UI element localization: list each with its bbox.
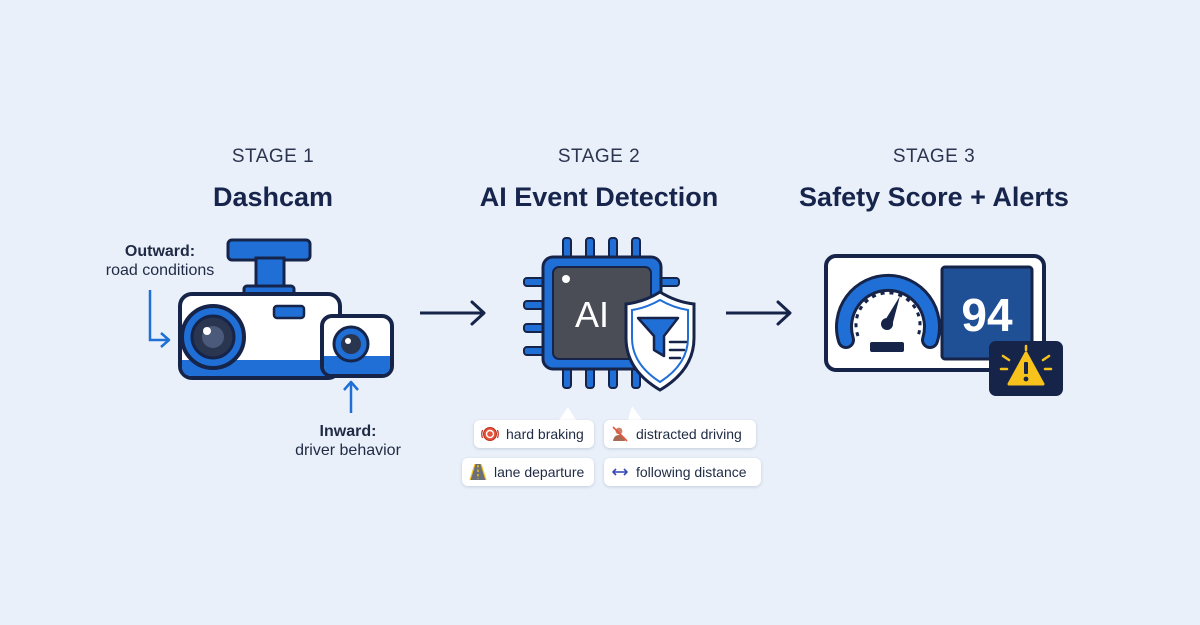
inward-label: Inward: xyxy=(319,423,377,440)
event-hard-braking: hard braking xyxy=(474,420,594,448)
arrow-stage-1-to-2 xyxy=(420,300,486,326)
warning-icon[interactable] xyxy=(989,341,1063,396)
event-pointers xyxy=(559,406,642,420)
dashcam-icon xyxy=(178,238,394,380)
inward-desc: driver behavior xyxy=(295,442,401,459)
stage-3-title: Safety Score + Alerts xyxy=(799,182,1069,212)
score-panel xyxy=(940,265,1034,361)
brake-icon xyxy=(481,425,499,443)
stage-2-label: STAGE 2 xyxy=(557,146,641,167)
ai-chip-text: AI xyxy=(575,294,609,335)
outward-label: Outward: xyxy=(124,243,196,260)
stage-1-title: Dashcam xyxy=(212,182,334,212)
distracted-driver-icon xyxy=(611,425,629,443)
event-distracted-driving: distracted driving xyxy=(604,420,756,448)
stage-2-title: AI Event Detection xyxy=(479,182,719,212)
score-dashboard: 94 xyxy=(824,254,1046,372)
double-arrow-icon xyxy=(611,463,629,481)
arrow-stage-2-to-3 xyxy=(726,300,792,326)
event-label: following distance xyxy=(636,464,747,480)
stage-1-label: STAGE 1 xyxy=(231,146,315,167)
event-label: distracted driving xyxy=(636,426,742,442)
shield-filter-icon xyxy=(624,290,696,392)
road-lane-icon xyxy=(469,463,487,481)
stage-3-label: STAGE 3 xyxy=(892,146,976,167)
inward-arrow xyxy=(343,380,359,413)
event-label: lane departure xyxy=(494,464,585,480)
outward-desc: road conditions xyxy=(105,262,215,279)
event-following-distance: following distance xyxy=(604,458,761,486)
event-label: hard braking xyxy=(506,426,584,442)
outward-arrow xyxy=(148,290,171,348)
event-lane-departure: lane departure xyxy=(462,458,594,486)
inward-note: Inward: driver behavior xyxy=(278,422,418,460)
outward-note: Outward: road conditions xyxy=(90,242,230,280)
speedometer-icon xyxy=(835,273,941,352)
safety-score-value: 94 xyxy=(961,289,1013,341)
